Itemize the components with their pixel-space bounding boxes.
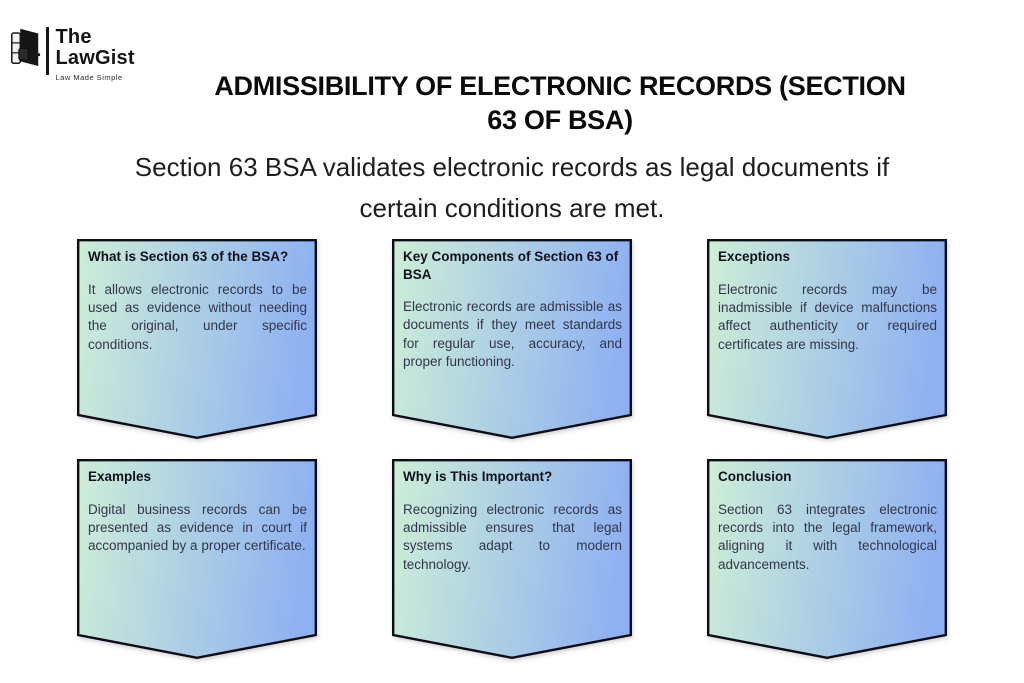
banner-shape [392,239,633,440]
card-conclusion: Conclusion Section 63 integrates electro… [707,459,948,660]
card-title: What is Section 63 of the BSA? [88,249,289,264]
card-title: Why is This Important? [403,469,553,484]
brand-tagline: Law Made Simple [55,73,123,82]
card-what-is-section-63: What is Section 63 of the BSA? It allows… [77,239,318,440]
banner-shape [707,459,948,660]
card-why-important: Why is This Important? Recognizing elect… [392,459,633,660]
cards-grid: What is Section 63 of the BSA? It allows… [77,239,948,660]
card-body: Digital business records can be presente… [88,501,307,554]
card-key-components: Key Components of Section 63 of BSA Elec… [392,239,633,440]
card-examples: Examples Digital business records can be… [77,459,318,660]
banner-shape [77,239,318,440]
page-subtitle-line2: certain conditions are met. [359,193,665,223]
card-body: It allows electronic records to be used … [88,281,307,352]
page-title-line1: ADMISSIBILITY OF ELECTRONIC RECORDS (SEC… [214,71,906,101]
banner-shape [707,239,948,440]
card-title: Conclusion [718,469,792,484]
card-body: Recognizing electronic records as admiss… [403,501,622,572]
brand-logo: The LawGist Law Made Simple [8,25,135,82]
page-title-line2: 63 OF BSA) [487,105,633,135]
page-subtitle-line1: Section 63 BSA validates electronic reco… [134,152,890,182]
logo-divider [46,27,49,75]
card-body: Section 63 integrates electronic records… [718,501,937,572]
page-subtitle: Section 63 BSA validates electronic reco… [0,147,1024,229]
card-title: Key Components of Section 63 of BSA [403,249,619,282]
brand-name-line1: The [55,26,92,48]
card-title: Examples [88,469,152,484]
card-title: Exceptions [718,249,791,264]
page-title: ADMISSIBILITY OF ELECTRONIC RECORDS (SEC… [96,69,1024,137]
law-book-gavel-icon [8,25,42,75]
card-exceptions: Exceptions Electronic records may be ina… [707,239,948,440]
brand-name-line2: LawGist [55,47,135,69]
logo-text: The LawGist Law Made Simple [55,25,135,83]
card-body: Electronic records may be inadmissible i… [718,281,937,352]
banner-shape [77,459,318,660]
card-body: Electronic records are admissible as doc… [403,299,622,370]
banner-shape [392,459,633,660]
